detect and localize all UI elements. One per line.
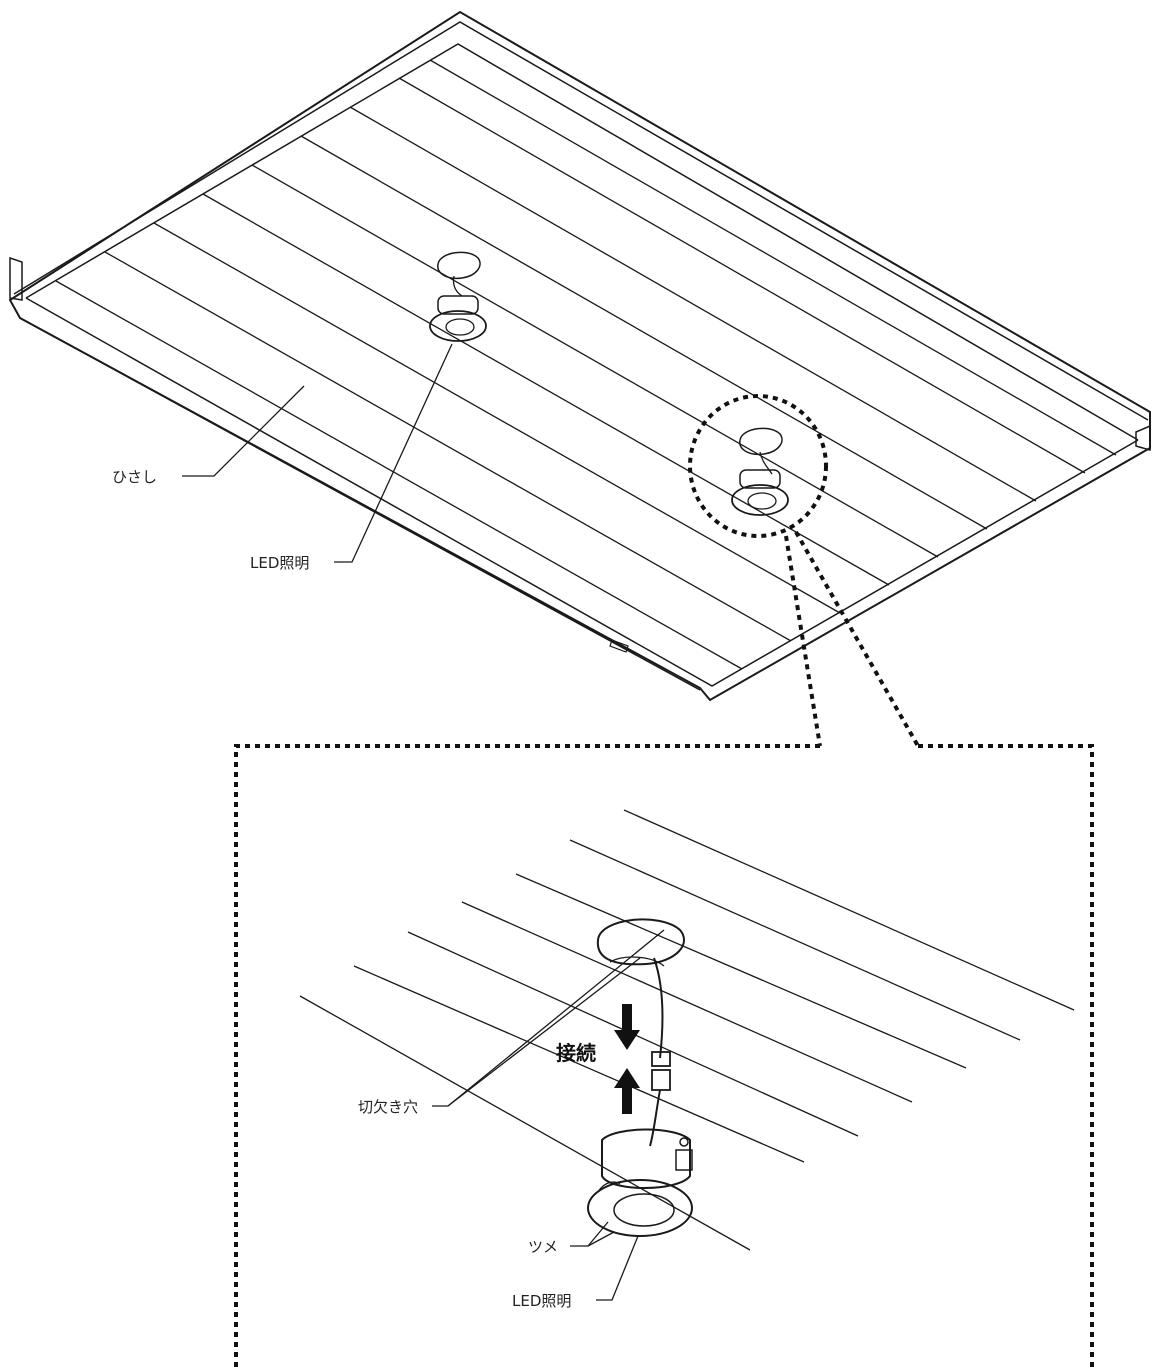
cable-lower [649,1089,661,1147]
label-tab: ツメ [528,1238,558,1256]
leader-tab-2 [587,1231,615,1247]
leader-led-detail [596,1235,639,1301]
led-light-right [731,427,789,516]
leader-led-top [334,343,453,563]
notch-hole-edge [609,956,665,967]
connector-top [651,1051,671,1067]
canopy-inner-back-edge [25,43,1139,441]
led-light-detail [587,1128,693,1237]
cable-upper [653,957,664,1059]
leader-tab [570,1221,609,1247]
zoom-circle [688,394,828,538]
front-tab [609,639,629,653]
canopy-front-edge [19,317,701,691]
notch-cover [596,918,685,966]
detail-frame [234,744,820,1368]
detail-frame-right [918,744,1094,1368]
zoom-connector-right [794,531,920,747]
label-notch-hole: 切欠き穴 [358,1098,418,1116]
left-bracket [9,256,23,301]
label-connect: 接続 [556,1041,596,1065]
label-hisashi: ひさし [112,468,157,486]
leader-notch-hole-2 [447,957,641,1107]
canopy-slats [55,59,1117,670]
leader-hisashi [182,385,305,477]
canopy-panel [8,10,1151,702]
down-arrow-icon [614,1004,640,1050]
up-arrow-icon [614,1068,640,1114]
canopy-inner-front-edge [25,297,1139,687]
led-light-left [429,251,487,342]
detail-view [182,343,1075,1301]
detail-callout [234,394,1094,1368]
label-led-top: LED照明 [250,554,309,572]
right-bracket [1135,424,1151,451]
label-led-detail: LED照明 [512,1292,571,1310]
detail-slats [299,809,1075,1251]
canopy-back-rim [13,21,1149,421]
connector-bottom [651,1069,671,1091]
